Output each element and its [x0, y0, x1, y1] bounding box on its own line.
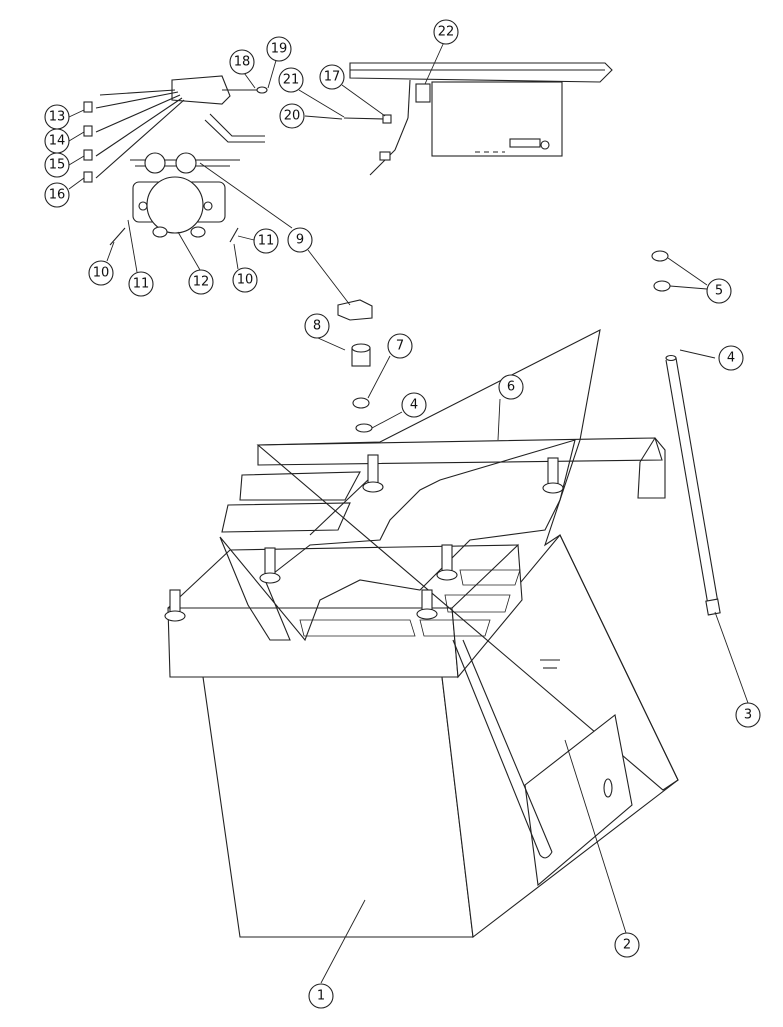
callout-label: 17: [324, 70, 341, 85]
callout-label: 4: [410, 398, 418, 413]
callout-label: 11: [258, 234, 275, 249]
leader-lines: [68, 41, 749, 984]
rod-3: [665, 354, 721, 616]
rod-2: [452, 639, 553, 859]
washers-and-nuts: [351, 250, 671, 433]
callout-12: 12: [188, 269, 214, 295]
callout-10-left: 10: [88, 260, 114, 286]
callout-11-right: 11: [253, 228, 279, 254]
callout-label: 21: [283, 73, 300, 88]
callout-label: 20: [284, 109, 301, 124]
callout-4-right: 4: [718, 345, 744, 371]
callout-20: 20: [279, 103, 305, 129]
frame-cover: [219, 329, 679, 887]
callout-label: 13: [49, 110, 66, 125]
callout-label: 18: [234, 55, 251, 70]
control-board: [343, 62, 613, 176]
callout-6: 6: [498, 374, 524, 400]
connector-assembly: [83, 75, 268, 183]
callout-15: 15: [44, 152, 70, 178]
callout-8: 8: [304, 313, 330, 339]
callout-label: 1: [317, 989, 325, 1004]
callout-4-left: 4: [401, 392, 427, 418]
callout-16: 16: [44, 182, 70, 208]
callout-2: 2: [614, 932, 640, 958]
callout-5: 5: [706, 278, 732, 304]
studs: [164, 454, 564, 622]
callout-9: 9: [287, 227, 313, 253]
callout-label: 7: [396, 339, 404, 354]
callout-13: 13: [44, 104, 70, 130]
callout-label: 10: [237, 273, 254, 288]
callout-label: 16: [49, 188, 66, 203]
callout-label: 6: [507, 380, 515, 395]
callout-7: 7: [387, 333, 413, 359]
callout-label: 19: [271, 42, 288, 57]
callout-label: 8: [313, 319, 321, 334]
callout-19: 19: [266, 36, 292, 62]
callout-21: 21: [278, 67, 304, 93]
callout-22: 22: [433, 19, 459, 45]
callout-1: 1: [308, 983, 334, 1009]
callout-label: 22: [438, 25, 455, 40]
callout-label: 5: [715, 284, 723, 299]
callout-label: 14: [49, 134, 66, 149]
callout-label: 9: [296, 233, 304, 248]
callout-label: 2: [623, 938, 631, 953]
callout-17: 17: [319, 64, 345, 90]
callout-label: 12: [193, 275, 210, 290]
callout-10-right: 10: [232, 267, 258, 293]
main-housing: [167, 533, 679, 939]
callout-18: 18: [229, 49, 255, 75]
clip-9: [337, 299, 373, 321]
callout-label: 15: [49, 158, 66, 173]
callout-3: 3: [735, 702, 761, 728]
callout-label: 3: [744, 708, 752, 723]
callout-label: 11: [133, 277, 150, 292]
callout-11-left: 11: [128, 271, 154, 297]
callout-label: 10: [93, 266, 110, 281]
callout-14: 14: [44, 128, 70, 154]
motor-assembly: [109, 152, 240, 246]
callout-label: 4: [727, 351, 735, 366]
